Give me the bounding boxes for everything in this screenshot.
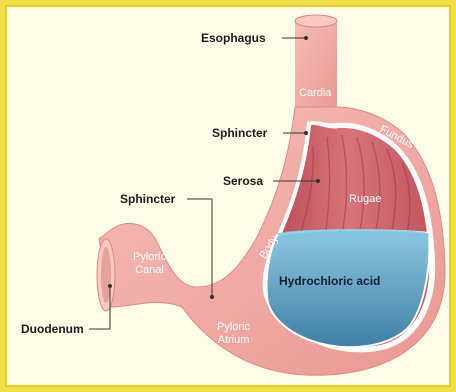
label-hydrochloric-acid: Hydrochloric acid [279,274,380,288]
label-pyloric-canal-line2: Canal [133,264,166,277]
diagram-frame: Esophagus Sphincter Serosa Sphincter Duo… [5,5,451,387]
label-duodenum: Duodenum [21,322,84,336]
label-pyloric-atrium: Pyloric Atrium [217,321,250,347]
label-pyloric-canal-line1: Pyloric [133,251,166,264]
label-rugae: Rugae [349,193,381,206]
label-sphincter-lower: Sphincter [120,192,175,206]
label-serosa: Serosa [223,174,263,188]
label-esophagus: Esophagus [201,31,266,45]
label-pyloric-canal: Pyloric Canal [133,251,166,277]
label-pyloric-atrium-line1: Pyloric [217,321,250,334]
hydrochloric-acid-pool [266,230,429,347]
label-cardia: Cardia [299,87,331,100]
esophagus-opening [295,15,337,27]
label-sphincter-upper: Sphincter [212,126,267,140]
label-pyloric-atrium-line2: Atrium [217,334,250,347]
leader-sphincter-lower [187,199,212,297]
